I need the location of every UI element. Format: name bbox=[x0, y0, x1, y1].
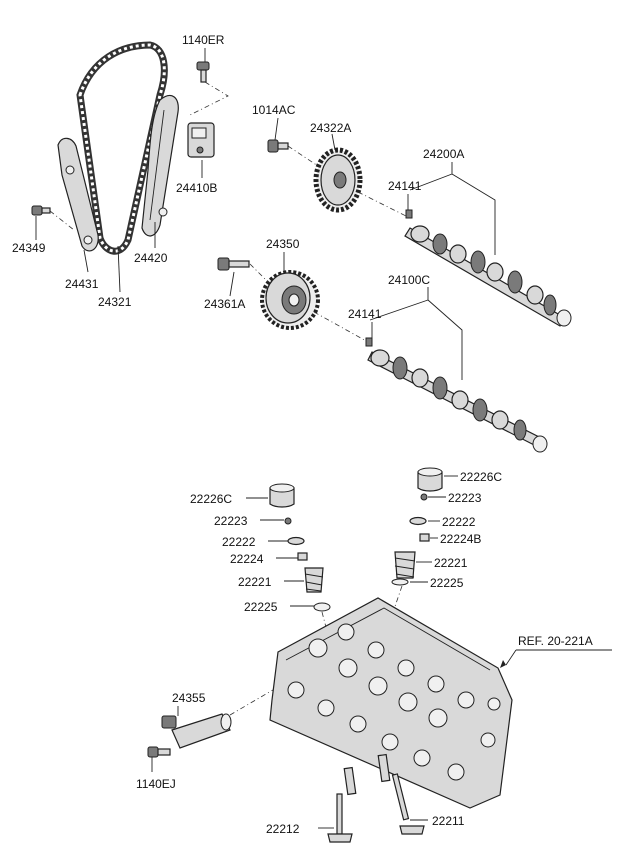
label-24431: 24431 bbox=[65, 277, 99, 291]
label-24100C: 24100C bbox=[388, 273, 430, 287]
bolt-24349 bbox=[31, 205, 51, 216]
label-1014AC: 1014AC bbox=[252, 103, 296, 117]
chain-tensioner-arm-24431 bbox=[57, 137, 99, 252]
label-22211: 22211 bbox=[432, 814, 465, 828]
valve-guides bbox=[343, 753, 391, 796]
label-1140ER: 1140ER bbox=[182, 33, 225, 47]
label-22225-left: 22225 bbox=[244, 600, 278, 614]
label-22212: 22212 bbox=[266, 822, 300, 836]
label-22223-left: 22223 bbox=[214, 514, 248, 528]
chain-guide-24420 bbox=[141, 95, 179, 237]
label-22221-left: 22221 bbox=[238, 575, 272, 589]
chain-tensioner-24410B bbox=[187, 122, 215, 158]
timing-chain-24321 bbox=[76, 41, 168, 255]
leader-lines bbox=[35, 48, 612, 829]
label-22226C-left: 22226C bbox=[190, 492, 232, 506]
label-22221-right: 22221 bbox=[434, 556, 468, 570]
bolt-1140EJ bbox=[147, 746, 171, 758]
label-22222-right: 22222 bbox=[442, 515, 476, 529]
bolt-1014AC bbox=[267, 139, 289, 153]
label-22223-right: 22223 bbox=[448, 491, 482, 505]
label-24350: 24350 bbox=[266, 237, 300, 251]
ref-arrow-icon bbox=[500, 660, 506, 668]
label-24141-upper: 24141 bbox=[388, 179, 422, 193]
label-24410B: 24410B bbox=[176, 181, 217, 195]
cvvt-sprocket-24350 bbox=[260, 270, 320, 330]
label-22225-right: 22225 bbox=[430, 576, 464, 590]
camshaft-24200A bbox=[404, 209, 572, 327]
label-22222-left: 22222 bbox=[222, 535, 256, 549]
intake-valve-22212 bbox=[327, 793, 353, 843]
label-24321: 24321 bbox=[98, 295, 132, 309]
label-24322A: 24322A bbox=[310, 121, 351, 135]
valve-train-right bbox=[391, 467, 443, 586]
label-ref-20-221A: REF. 20-221A bbox=[518, 634, 593, 648]
exhaust-valve-22211 bbox=[391, 773, 425, 835]
valve-train-left bbox=[269, 483, 331, 612]
label-24349: 24349 bbox=[12, 241, 46, 255]
label-1140EJ: 1140EJ bbox=[136, 777, 176, 791]
label-22224B-right: 22224B bbox=[440, 532, 481, 546]
label-22226C-right: 22226C bbox=[460, 470, 502, 484]
bolt-24361A bbox=[217, 257, 250, 271]
label-24420: 24420 bbox=[134, 251, 168, 265]
oil-control-valve-24355 bbox=[161, 713, 232, 749]
label-24141-lower: 24141 bbox=[348, 307, 382, 321]
label-22224-left: 22224 bbox=[230, 552, 264, 566]
bolt-1140ER bbox=[196, 61, 210, 83]
label-24200A: 24200A bbox=[423, 147, 464, 161]
label-24361A: 24361A bbox=[204, 297, 245, 311]
label-24355: 24355 bbox=[172, 691, 206, 705]
cylinder-head-20-221A bbox=[269, 597, 513, 809]
camshaft-24100C bbox=[365, 337, 548, 453]
camshaft-sprocket-24322A bbox=[313, 147, 363, 213]
